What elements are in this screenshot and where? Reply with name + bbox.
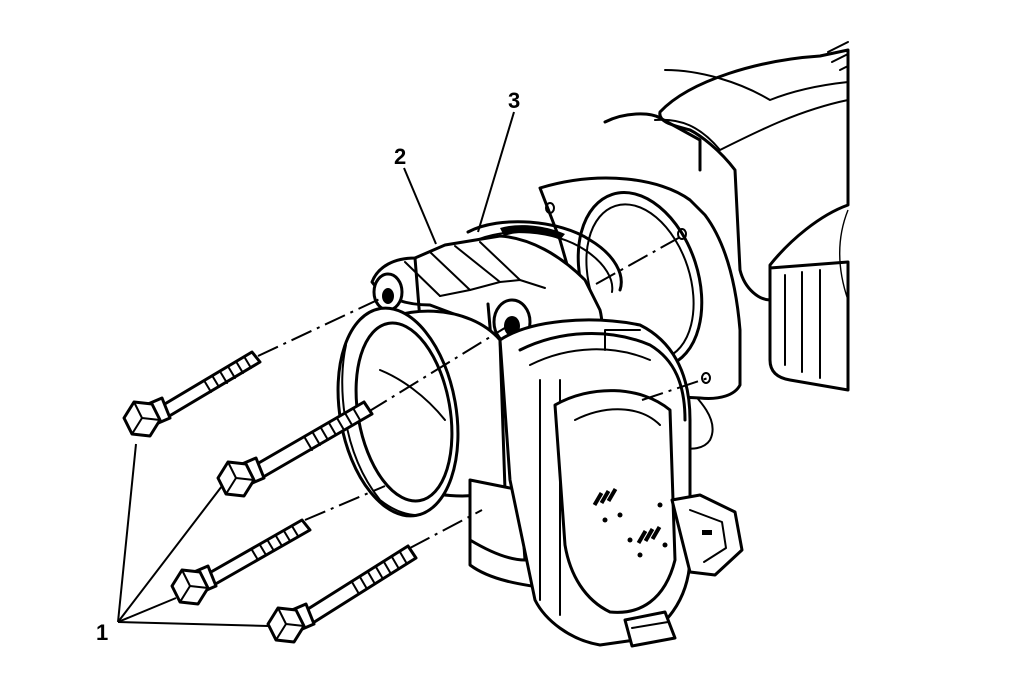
- intake-manifold: [468, 41, 850, 592]
- bolt-alignment-lines: [257, 235, 709, 549]
- cover-vent-marks: [592, 487, 668, 558]
- bolt-2: [216, 400, 374, 498]
- callout-1-label: 1: [96, 620, 108, 645]
- bolt-1: [122, 350, 262, 438]
- throttle-actuator-housing: [498, 318, 744, 648]
- bolt-3: [170, 518, 312, 606]
- callout-leaders: [117, 111, 515, 627]
- callout-3-label: 3: [508, 88, 520, 113]
- callout-2-label: 2: [394, 144, 406, 169]
- bolt-4: [266, 544, 418, 644]
